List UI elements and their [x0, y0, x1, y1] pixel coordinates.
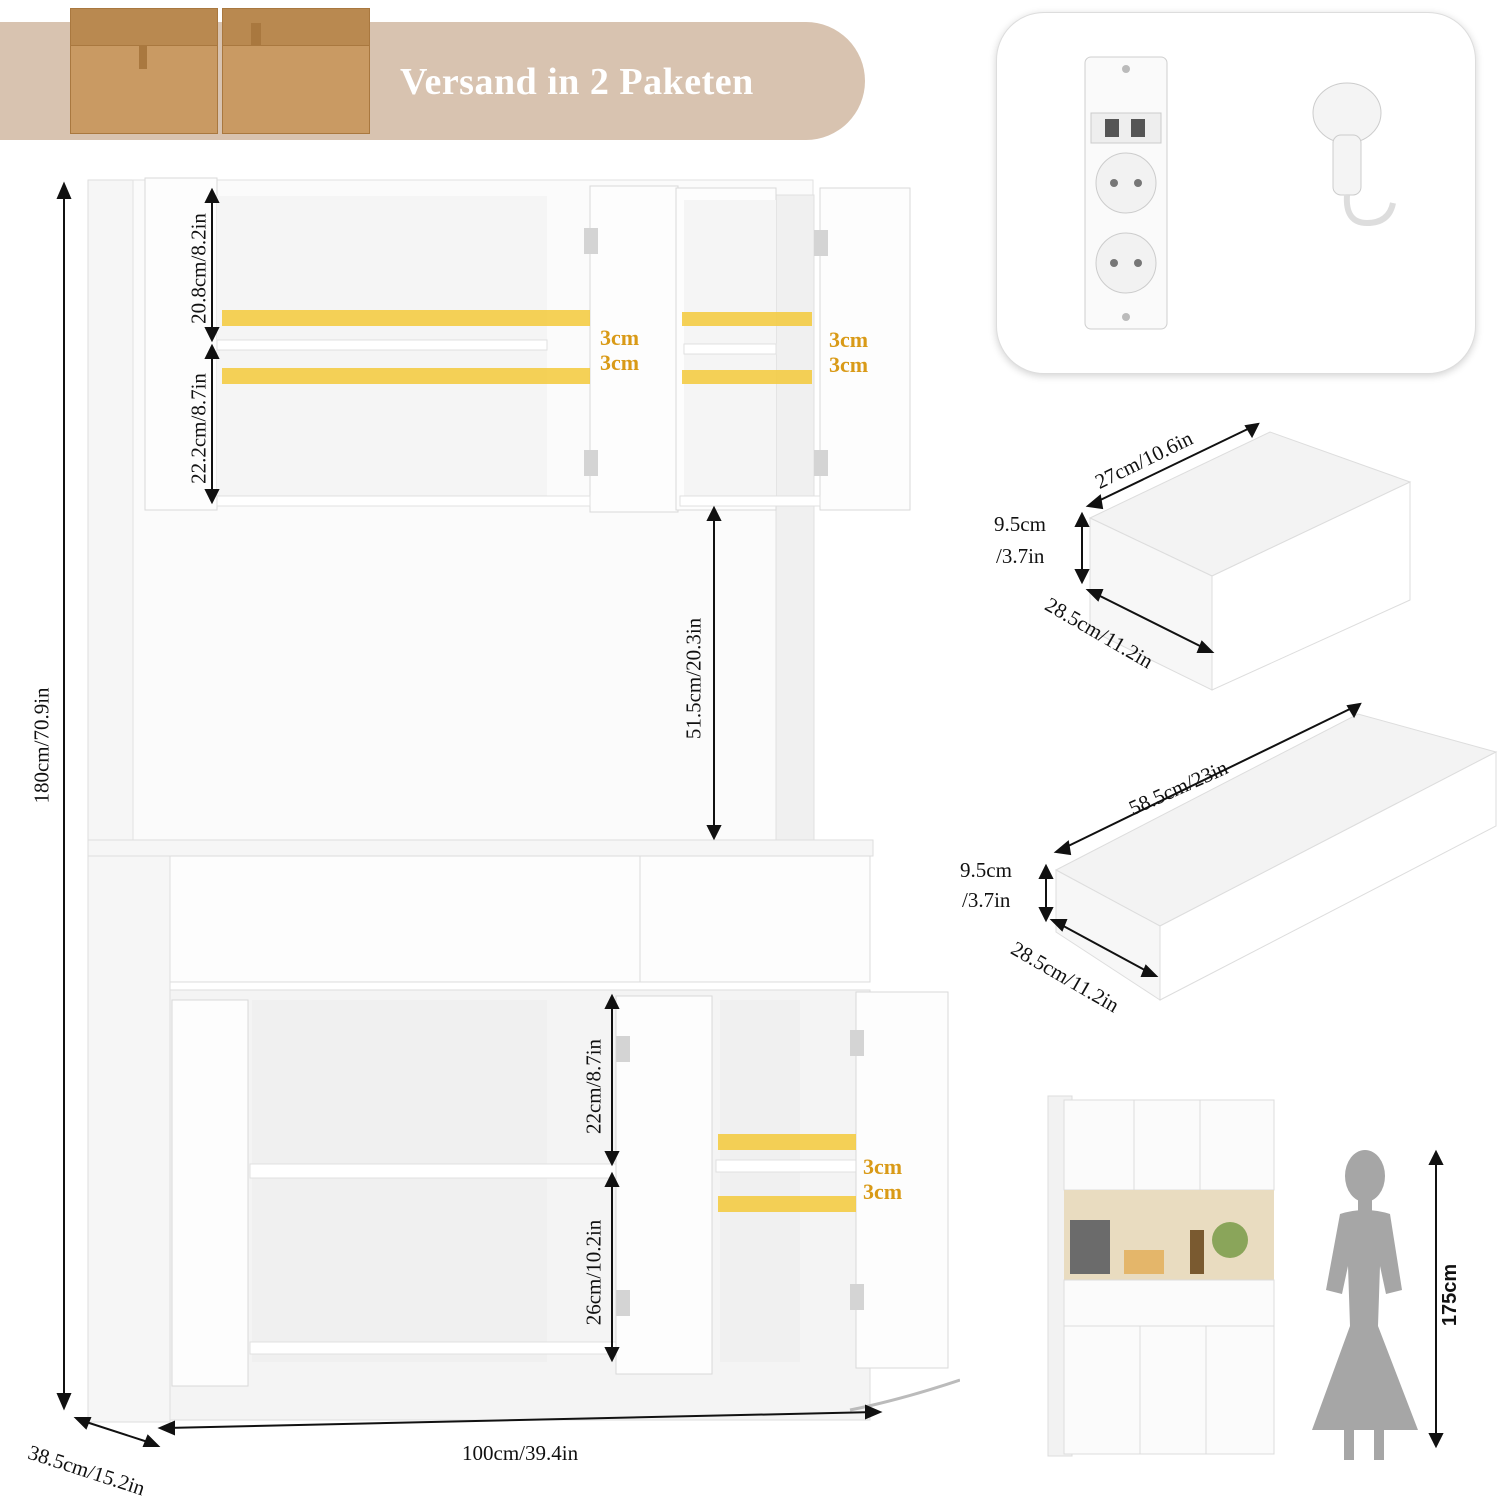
- shelf-adjust-label: 3cm: [829, 327, 869, 352]
- small-drawer-illustration: [1074, 422, 1412, 691]
- cabinet-width-label: 100cm/39.4in: [462, 1441, 579, 1465]
- banner-title: Versand in 2 Paketen: [400, 61, 754, 103]
- shelf-adjust-label: 3cm: [829, 352, 869, 377]
- large-drawer-height-in-label: /3.7in: [962, 888, 1011, 912]
- large-drawer-height-cm-label: 9.5cm: [960, 858, 1012, 882]
- lower-top-shelf-label: 22cm/8.7in: [581, 1038, 606, 1135]
- shelf-adjust-label: 3cm: [863, 1154, 903, 1179]
- shelf-adjust-label: 3cm: [863, 1179, 903, 1204]
- person-height-label: 175cm: [1439, 1263, 1461, 1327]
- socket-strip-icon: [1084, 56, 1168, 330]
- shelf-adjust-label: 3cm: [600, 350, 640, 375]
- upper-bottom-shelf-label: 22.2cm/8.7in: [186, 373, 211, 484]
- cabinet-height-label: 180cm/70.9in: [29, 687, 54, 804]
- package-box-icon: [222, 8, 370, 134]
- package-box-icon: [70, 8, 218, 134]
- lower-bottom-shelf-label: 26cm/10.2in: [581, 1219, 606, 1326]
- scale-comparison-illustration: [1047, 1095, 1444, 1460]
- upper-top-shelf-label: 20.8cm/8.2in: [186, 213, 211, 324]
- large-drawer-illustration: [1038, 702, 1498, 1001]
- person-silhouette-icon: [1312, 1150, 1418, 1460]
- open-space-height-label: 51.5cm/20.3in: [681, 617, 706, 740]
- plug-icon: [1312, 82, 1396, 227]
- small-drawer-height-cm-label: 9.5cm: [994, 512, 1046, 536]
- power-socket-card: [996, 12, 1476, 374]
- small-drawer-height-in-label: /3.7in: [996, 544, 1045, 568]
- cabinet-illustration: [56, 177, 960, 1447]
- shelf-adjust-label: 3cm: [600, 325, 640, 350]
